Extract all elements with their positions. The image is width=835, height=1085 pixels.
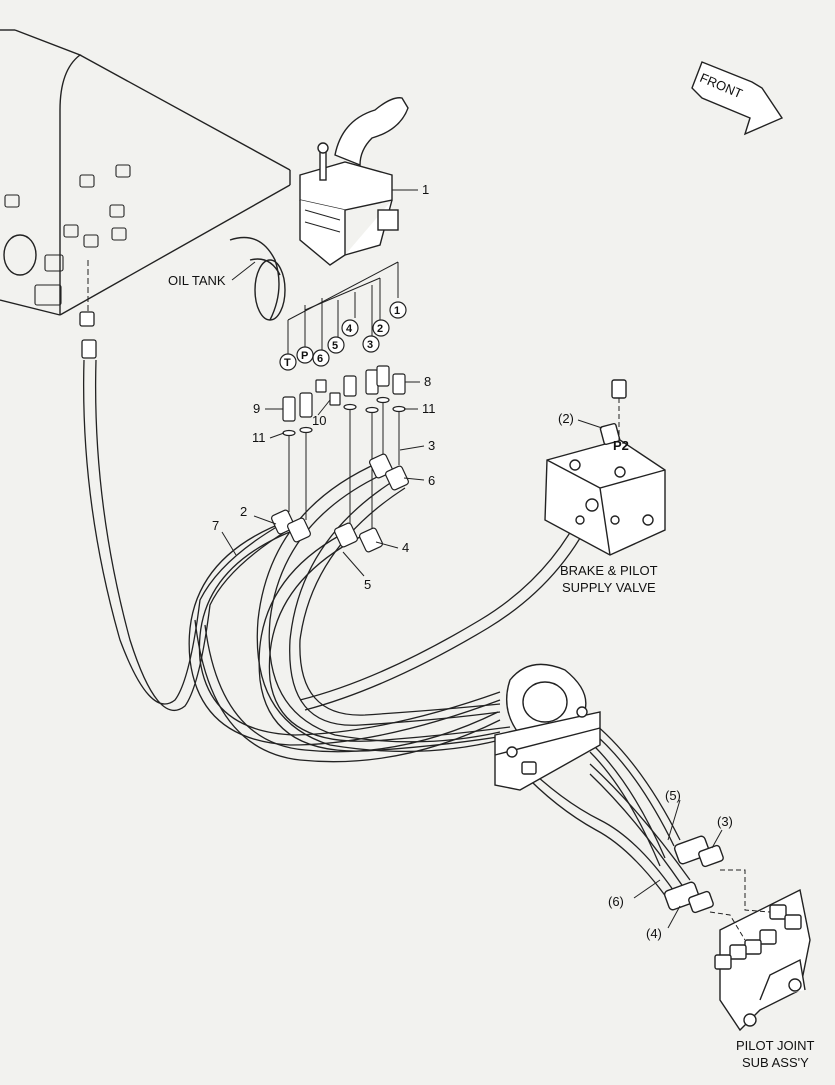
port-P: P — [296, 346, 314, 364]
brake-valve-label-line1: BRAKE & PILOT — [560, 563, 658, 578]
svg-text:6: 6 — [317, 353, 323, 365]
svg-text:P: P — [301, 350, 308, 362]
callout-5: 5 — [364, 577, 371, 592]
pilot-joint-sub-assembly — [663, 835, 811, 1032]
callout-11-right: 11 — [422, 401, 436, 416]
port-T: T — [279, 353, 297, 371]
brake-pilot-supply-valve — [544, 379, 666, 556]
callout-paren-5: (5) — [665, 788, 681, 803]
tank-fitting — [79, 260, 97, 359]
port-4: 4 — [341, 319, 359, 337]
callout-1: 1 — [422, 182, 429, 197]
port-markers: T P 6 5 4 3 2 1 — [279, 301, 407, 371]
callout-2: 2 — [240, 504, 247, 519]
pilot-joint-label-line1: PILOT JOINT — [736, 1038, 815, 1053]
callout-paren-4: (4) — [646, 926, 662, 941]
callout-8: 8 — [424, 374, 431, 389]
callout-10: 10 — [312, 413, 326, 428]
callout-11-left: 11 — [252, 430, 266, 445]
fittings — [282, 365, 406, 437]
hose-end-fittings — [271, 453, 409, 553]
hose-bundle — [83, 359, 691, 909]
fitting-leaders — [265, 381, 420, 439]
oil-tank-leader — [231, 261, 256, 281]
port-p2-label: P2 — [613, 438, 629, 453]
brake-valve-label-line2: SUPPLY VALVE — [562, 580, 656, 595]
joystick-control-valve — [299, 97, 409, 266]
port-leader-lines — [287, 261, 399, 355]
svg-text:1: 1 — [394, 305, 400, 317]
svg-text:5: 5 — [332, 340, 338, 352]
pilot-joint-label-line2: SUB ASS'Y — [742, 1055, 809, 1070]
port-1: 1 — [389, 301, 407, 319]
hose-leaders — [221, 445, 425, 577]
callout-paren-6: (6) — [608, 894, 624, 909]
port-6: 6 — [312, 349, 330, 367]
front-arrow-icon: FRONT — [691, 61, 784, 136]
port-2: 2 — [372, 319, 390, 337]
hose-clamp-bracket — [494, 663, 601, 791]
callout-9: 9 — [253, 401, 260, 416]
callout-6: 6 — [428, 473, 435, 488]
port-5: 5 — [327, 336, 345, 354]
oil-tank-label: OIL TANK — [168, 273, 226, 288]
callout-3: 3 — [428, 438, 435, 453]
pilot-joint-leaders — [633, 799, 771, 941]
svg-text:3: 3 — [367, 339, 373, 351]
port-3: 3 — [362, 335, 380, 353]
callout-4: 4 — [402, 540, 409, 555]
callout-7: 7 — [212, 518, 219, 533]
svg-text:T: T — [284, 357, 291, 369]
callout-paren-2: (2) — [558, 411, 574, 426]
callout-paren-3: (3) — [717, 814, 733, 829]
svg-text:4: 4 — [346, 323, 353, 335]
svg-text:2: 2 — [377, 323, 383, 335]
oil-tank — [0, 29, 291, 321]
connection-lines — [288, 403, 400, 530]
